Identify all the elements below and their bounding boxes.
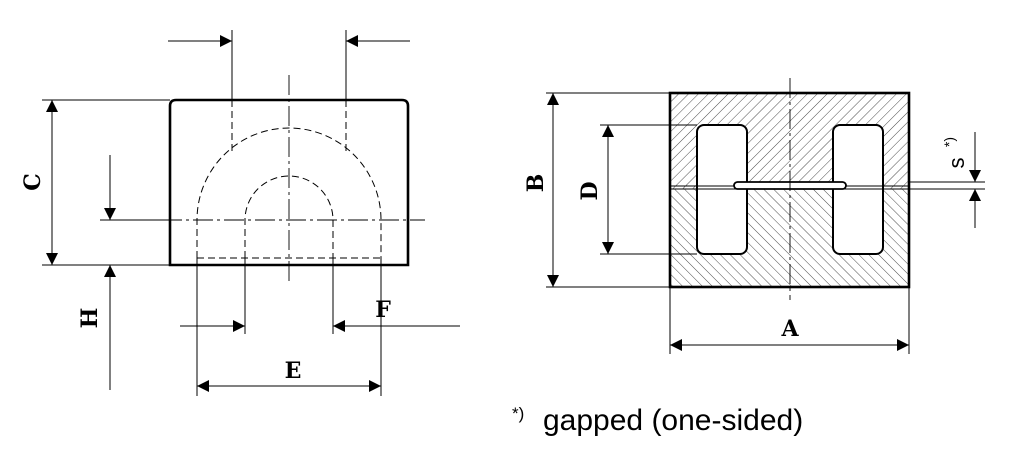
dimension-B: B (523, 92, 670, 288)
label-s: s (944, 158, 969, 169)
dimension-F: F (180, 258, 460, 334)
label-F: F (375, 297, 391, 323)
label-E: E (285, 358, 302, 384)
footnote-mark: *) (512, 404, 524, 423)
hidden-lines (196, 100, 382, 259)
dimension-C: C (20, 99, 170, 266)
footnote-text: gapped (one-sided) (543, 404, 803, 437)
label-A: A (780, 316, 799, 342)
top-dimension (168, 30, 410, 100)
dimension-s: s *) (909, 132, 985, 228)
label-H: H (77, 308, 103, 329)
section-view-outline (668, 91, 911, 289)
label-B: B (523, 174, 549, 193)
label-D: D (577, 181, 603, 200)
section-view: B D A s *) (523, 78, 985, 354)
dimension-H: H (77, 155, 170, 390)
footnote: *) gapped (one-sided) (512, 404, 803, 437)
dimension-E: E (196, 258, 382, 396)
side-view-outline (168, 98, 410, 267)
label-s-footnote-mark: *) (941, 137, 957, 147)
label-C: C (20, 173, 46, 191)
side-view: C H F E (20, 30, 460, 396)
dimension-A: A (669, 287, 910, 354)
dimension-D: D (577, 124, 697, 255)
